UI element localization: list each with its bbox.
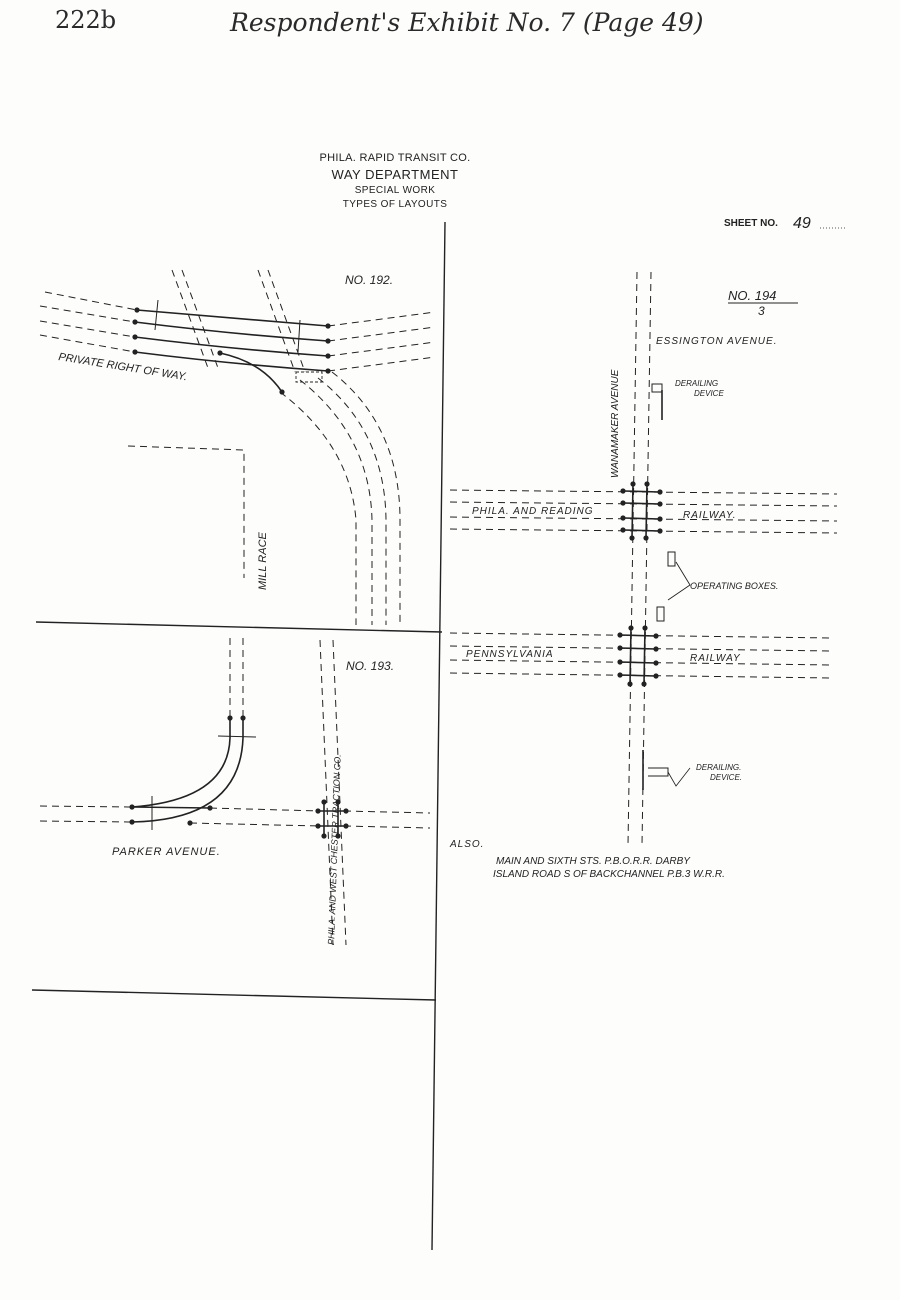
derailing-device-bottom-line1: DERAILING. <box>696 763 741 772</box>
exhibit-title: Respondent's Exhibit No. 7 (Page 49) <box>230 8 704 37</box>
layout-193-dashed-tracks <box>39 638 431 946</box>
derailing-device-bottom-line2: DEVICE. <box>710 773 742 782</box>
sheet-number-label: SHEET NO. <box>724 218 778 229</box>
mill-race-line <box>127 445 245 578</box>
pennsylvania-label: PENNSYLVANIA <box>466 649 554 660</box>
sheet-number-value: 49 <box>793 215 811 232</box>
essington-avenue-label: ESSINGTON AVENUE. <box>656 336 777 347</box>
wanamaker-avenue-label: WANAMAKER AVENUE <box>610 369 621 478</box>
derailing-device-top-line2: DEVICE <box>694 389 724 398</box>
layout-194-label: NO. 194 <box>728 288 776 303</box>
layout-192-dashed-tracks <box>39 269 436 625</box>
operating-box-2 <box>656 606 665 622</box>
derailing-device-top-line1: DERAILING <box>675 379 718 388</box>
layout-193-joint-dots <box>129 715 349 839</box>
parker-avenue-label: PARKER AVENUE. <box>112 846 221 858</box>
also-line-1: MAIN AND SIXTH STS. P.B.O.R.R. DARBY <box>496 856 691 867</box>
layout-194-sub-number: 3 <box>758 304 765 318</box>
company-name: PHILA. RAPID TRANSIT CO. <box>319 152 471 164</box>
phila-reading-label: PHILA. AND READING <box>472 506 594 517</box>
layout-192-label: NO. 192. <box>345 273 393 287</box>
layout-192: NO. 192. <box>39 269 436 625</box>
drawing-title: TYPES OF LAYOUTS <box>342 199 448 210</box>
operating-box-1 <box>667 551 676 567</box>
pennsylvania-crossing <box>617 625 659 687</box>
department-name: WAY DEPARTMENT <box>331 167 459 182</box>
pennsylvania-railway-label: RAILWAY <box>690 653 741 664</box>
page-number: 222b <box>55 6 117 34</box>
layout-194: NO. 194 3 WANAMAKER AVENUE ESSINGTON AVE… <box>449 271 838 846</box>
reading-railway-label: RAILWAY. <box>683 510 737 521</box>
layout-192-solid-tracks <box>134 299 329 393</box>
also-line-2: ISLAND ROAD S OF BACKCHANNEL P.B.3 W.R.R… <box>493 869 725 880</box>
west-chester-traction-label: PHILA. AND WEST CHESTER TRACTION CO. <box>326 754 343 945</box>
layout-193: NO. 193. <box>39 638 431 946</box>
mill-race-label: MILL RACE <box>257 531 269 590</box>
operating-boxes-label: OPERATING BOXES. <box>690 581 778 591</box>
pennsylvania-railway-tracks <box>449 632 833 679</box>
sheet-frame <box>31 221 446 1251</box>
layout-193-label: NO. 193. <box>346 659 394 673</box>
wanamaker-avenue-tracks <box>627 271 652 846</box>
title-block: PHILA. RAPID TRANSIT CO. WAY DEPARTMENT … <box>300 152 490 210</box>
also-note: ALSO. MAIN AND SIXTH STS. P.B.O.R.R. DAR… <box>449 839 725 880</box>
drawing-subject: SPECIAL WORK <box>354 185 436 196</box>
layout-192-joint-dots <box>132 307 331 395</box>
layout-193-solid-tracks <box>131 718 346 836</box>
reading-crossing <box>620 481 663 541</box>
also-label: ALSO. <box>449 839 484 850</box>
